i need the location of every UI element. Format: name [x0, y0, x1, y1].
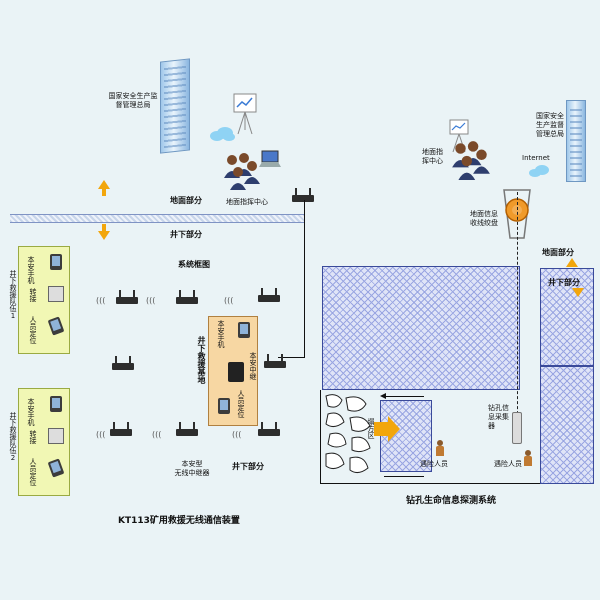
repeater-icon: [48, 286, 64, 302]
government-building-icon: [160, 58, 190, 154]
tunnel-wall: [320, 390, 321, 484]
signal-icon: (((: [146, 296, 156, 305]
borehole-cable: [517, 192, 518, 434]
signal-icon: (((: [224, 296, 234, 305]
wireless-repeater-icon: [112, 356, 134, 370]
repeater-icon: [48, 428, 64, 444]
wireless-repeater-icon: [258, 422, 280, 436]
wireless-repeater-icon: [258, 288, 280, 302]
dispatch-center-left-label: 地面指挥中心: [226, 198, 268, 206]
rescue-base-title: 井下救援基地: [197, 336, 206, 384]
rock-layer-zone: [540, 366, 594, 484]
up-arrow-icon: [566, 258, 578, 267]
rescue-team-1-label: 井下救援队伍1: [9, 270, 17, 320]
down-arrow-icon: [98, 231, 110, 240]
command-staff-icon: [224, 153, 260, 190]
admin-bureau-right-label: 国家安全生产监督管理总局: [536, 112, 564, 138]
locator-label: 人员定位: [29, 316, 37, 344]
surface-left-label: 地面部分: [170, 196, 202, 205]
locator-icon: [218, 398, 230, 414]
command-staff-icon: [452, 141, 490, 180]
collapse-rubble-icon: [325, 394, 371, 474]
drill-winch-label: 地面信息收线绞盘: [470, 210, 498, 227]
drill-probe-icon: [512, 412, 522, 444]
cloud-icon: [210, 127, 235, 141]
trapped-person-icon: [436, 440, 444, 456]
phone-label: 本安手机: [27, 398, 35, 426]
rescue-team-2-label: 井下救援队伍2: [9, 412, 17, 462]
wireless-repeater-icon: [176, 290, 198, 304]
signal-icon: (((: [152, 430, 162, 439]
collapse-label: 塌方区: [367, 418, 375, 439]
underground-right-label: 井下部分: [548, 278, 580, 287]
up-arrow-icon: [98, 180, 110, 189]
down-arrow-stem: [102, 224, 106, 232]
dispatch-center-right-label: 地面指挥中心: [422, 148, 443, 165]
connector-line: [304, 200, 305, 358]
direction-arrow: [384, 396, 424, 397]
signal-icon: (((: [96, 296, 106, 305]
signal-icon: (((: [96, 430, 106, 439]
borehole-caption: 钻孔生命信息探测系统: [406, 496, 497, 506]
up-arrow-stem: [102, 188, 106, 196]
rock-layer-zone: [380, 400, 432, 472]
transfer-label: 转接: [29, 430, 37, 444]
signal-icon: (((: [232, 430, 242, 439]
internet-label: Internet: [522, 154, 550, 162]
laptop-icon: [259, 150, 281, 167]
surface-router-icon: [292, 188, 314, 202]
base-locator-label: 人员定位: [237, 390, 245, 418]
lower-repeater-label: 本安型 无线中继器: [174, 460, 210, 477]
wireless-repeater-icon: [116, 290, 138, 304]
rock-layer-zone: [540, 268, 594, 366]
base-phone-label: 本安手机: [217, 320, 225, 348]
underground-lower-label: 井下部分: [232, 462, 264, 471]
flipchart-icon: [233, 93, 257, 135]
surface-divider-band: [10, 214, 305, 223]
down-arrow-icon: [572, 288, 584, 297]
wireless-repeater-icon: [264, 354, 286, 368]
drill-probe-label: 钻孔信息采集器: [488, 404, 509, 430]
kt113-caption: KT113矿用救援无线通信装置: [118, 516, 240, 526]
connector-line: [278, 357, 305, 358]
transfer-label: 转接: [29, 288, 37, 302]
surface-right-label: 地面部分: [542, 248, 574, 257]
rock-layer-zone: [322, 266, 520, 390]
locator-label: 人员定位: [29, 458, 37, 486]
direction-arrow-head: [380, 393, 386, 399]
trapped-person-1-label: 遇险人员: [420, 460, 448, 468]
wireless-repeater-icon: [110, 422, 132, 436]
base-repeater-label: 本安中继: [249, 352, 257, 380]
direction-arrow: [384, 476, 424, 477]
phone-label: 本安手机: [27, 256, 35, 284]
phone-icon: [50, 254, 62, 270]
tunnel-wall: [320, 483, 540, 484]
admin-bureau-left-label: 国家安全生产监督管理总局: [108, 92, 158, 109]
underground-left-label: 井下部分: [170, 230, 202, 239]
cloud-icon: [529, 165, 549, 177]
government-building-icon: [566, 100, 586, 182]
phone-icon: [238, 322, 250, 338]
system-diagram-label: 系统框图: [178, 260, 210, 269]
phone-icon: [50, 396, 62, 412]
trapped-person-icon: [524, 450, 532, 466]
collapse-arrow-icon: [374, 416, 400, 442]
trapped-person-2-label: 遇险人员: [494, 460, 522, 468]
base-radio-icon: [228, 362, 244, 382]
wireless-repeater-icon: [176, 422, 198, 436]
